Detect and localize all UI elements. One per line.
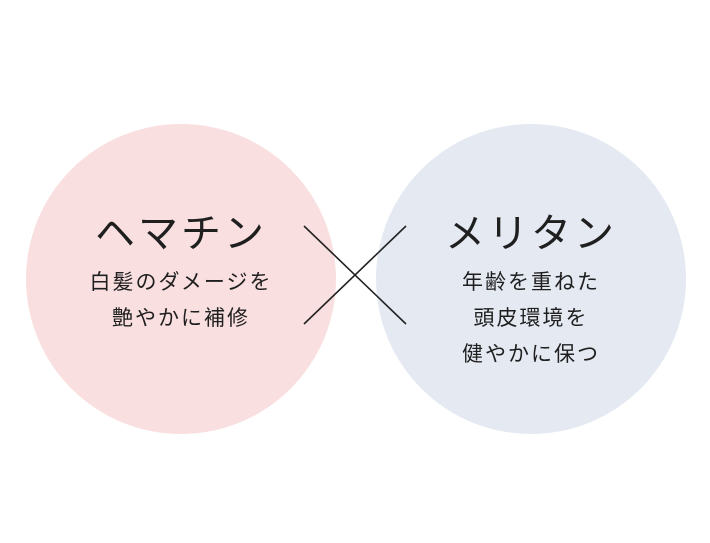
multiply-icon bbox=[303, 225, 407, 325]
melitan-line-3: 健やかに保つ bbox=[462, 342, 600, 366]
hematin-title: ヘマチン bbox=[95, 211, 267, 257]
melitan-circle: メリタン 年齢を重ねた 頭皮環境を 健やかに保つ bbox=[376, 124, 686, 434]
hematin-line-2: 艶やかに補修 bbox=[112, 306, 250, 330]
hematin-line-1: 白髪のダメージを bbox=[89, 270, 273, 294]
hematin-description: 白髪のダメージを 艶やかに補修 bbox=[26, 264, 336, 336]
melitan-line-1: 年齢を重ねた bbox=[462, 270, 600, 294]
melitan-description: 年齢を重ねた 頭皮環境を 健やかに保つ bbox=[376, 264, 686, 372]
hematin-circle: ヘマチン 白髪のダメージを 艶やかに補修 bbox=[26, 124, 336, 434]
melitan-line-2: 頭皮環境を bbox=[473, 306, 589, 330]
melitan-title: メリタン bbox=[445, 211, 617, 257]
